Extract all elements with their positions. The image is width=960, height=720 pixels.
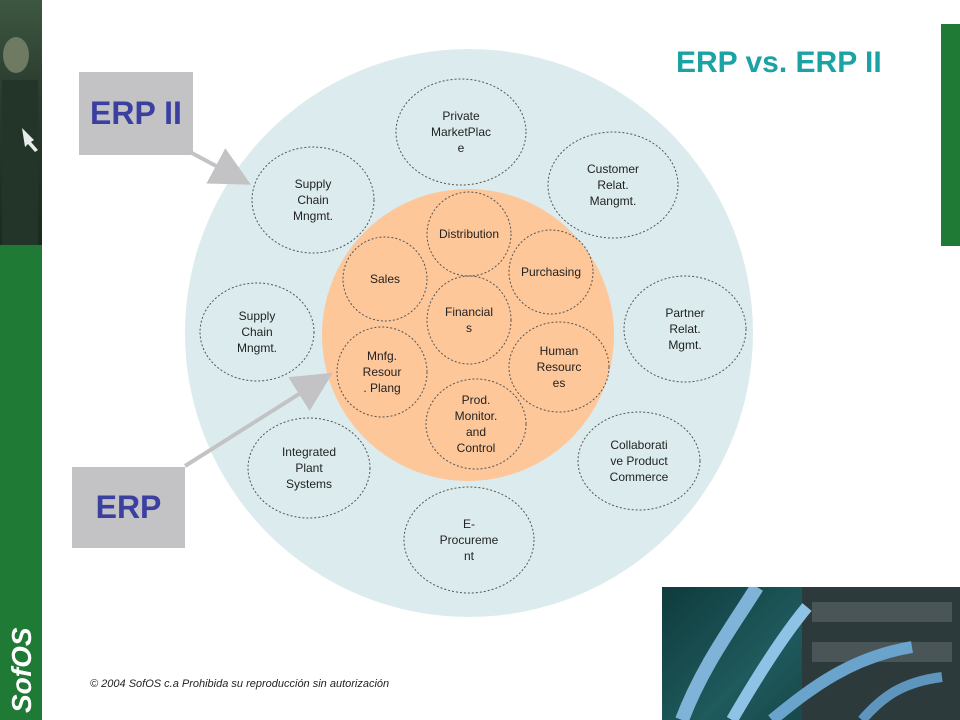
copyright-footer: © 2004 SofOS c.a Prohibida su reproducci… [90,678,390,690]
node-label-prod-monitor-control: Prod. Monitor. and Control [454,393,498,455]
node-prod-monitor-control [425,378,527,470]
presenter-photo [0,0,42,245]
erp-inner-circle [322,189,614,481]
page-title: ERP vs. ERP II [676,46,882,79]
node-e-procurement [403,486,535,594]
node-label-sales: Sales [369,272,401,286]
node-customer-relat [547,131,679,239]
erp-label-box: ERP [72,467,185,548]
erp-label: ERP [95,489,162,525]
node-label-supply-chain-mngmt-upper: Supply Chain Mngmt. [292,177,333,223]
node-label-human-resources: Human Resourc es [536,344,582,390]
node-label-distribution: Distribution [438,227,500,241]
erp2-label: ERP II [90,95,182,131]
node-human-resources [508,321,610,413]
node-label-e-procurement: E- Procureme nt [439,517,499,563]
erp2-arrow [189,148,252,185]
sofos-logo: SofOS [4,615,38,715]
node-private-marketplace [395,78,527,186]
svg-text:SofOS: SofOS [6,627,37,713]
node-partner-relat [623,275,747,383]
node-distribution [426,191,512,277]
accent-bar [941,24,960,246]
node-supply-chain-mngmt-upper [251,146,375,254]
node-financials [426,275,512,365]
node-integrated-plant-systems [247,417,371,519]
node-label-integrated-plant-systems: Integrated Plant Systems [281,445,337,491]
node-label-financials: Financial s [444,305,494,335]
node-label-purchasing: Purchasing [520,265,582,279]
node-mnfg-resour-plang [336,326,428,418]
node-sales [342,236,428,322]
node-purchasing [508,229,594,315]
node-label-private-marketplace: Private MarketPlac e [430,109,492,155]
node-label-mnfg-resour-plang: Mnfg. Resour . Plang [362,349,402,395]
network-cables-photo [662,587,960,720]
node-label-supply-chain-mngmt-lower: Supply Chain Mngmt. [236,309,277,355]
erp-arrow [183,372,333,468]
node-supply-chain-mngmt-lower [199,282,315,382]
node-label-partner-relat: Partner Relat. Mgmt. [665,306,705,352]
node-label-collaborative-product-commerce: Collaborati ve Product Commerce [609,438,669,484]
node-collaborative-product-commerce [577,411,701,511]
node-label-customer-relat: Customer Relat. Mangmt. [586,162,639,208]
erp2-label-box: ERP II [79,72,193,155]
